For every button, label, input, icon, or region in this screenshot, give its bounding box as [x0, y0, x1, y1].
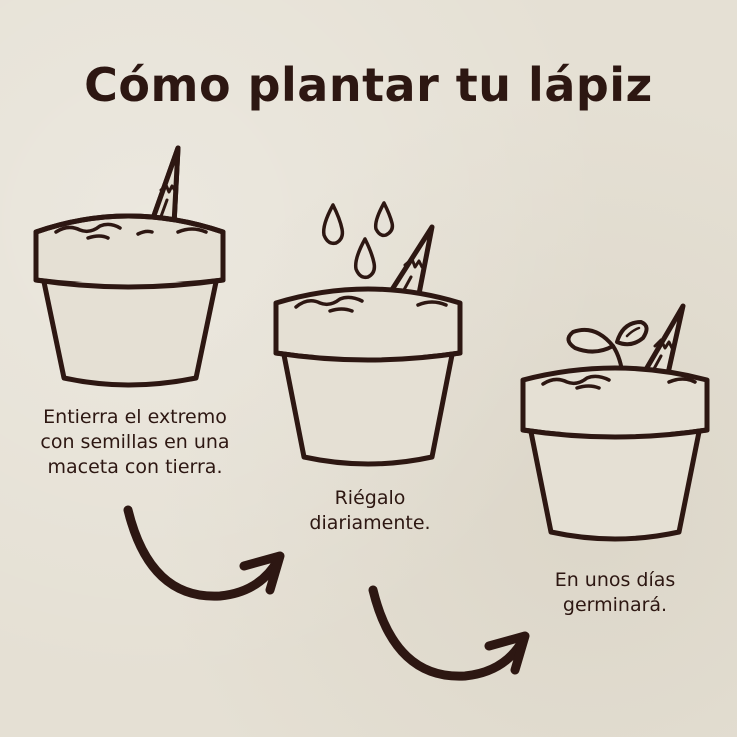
- caption-line: maceta con tierra.: [47, 456, 223, 478]
- step-1-caption: Entierra el extremo con semillas en una …: [20, 405, 250, 480]
- caption-line: En unos días: [554, 569, 676, 591]
- step-3-caption: En unos días germinará.: [525, 568, 705, 618]
- caption-line: con semillas en una: [40, 431, 230, 453]
- caption-line: germinará.: [562, 594, 668, 616]
- curved-arrow-icon: [123, 505, 285, 601]
- caption-line: diariamente.: [309, 512, 431, 534]
- curved-arrow-icon: [368, 585, 530, 681]
- step-2-caption: Riégalo diariamente.: [280, 486, 460, 536]
- pot-with-pencil-and-sprout-icon: [520, 303, 710, 542]
- pot-with-pencil-and-water-drops-icon: [273, 201, 463, 467]
- page-title: Cómo plantar tu lápiz: [84, 58, 653, 112]
- caption-line: Riégalo: [334, 487, 406, 509]
- caption-line: Entierra el extremo: [43, 406, 227, 428]
- pot-with-pencil-icon: [33, 145, 226, 388]
